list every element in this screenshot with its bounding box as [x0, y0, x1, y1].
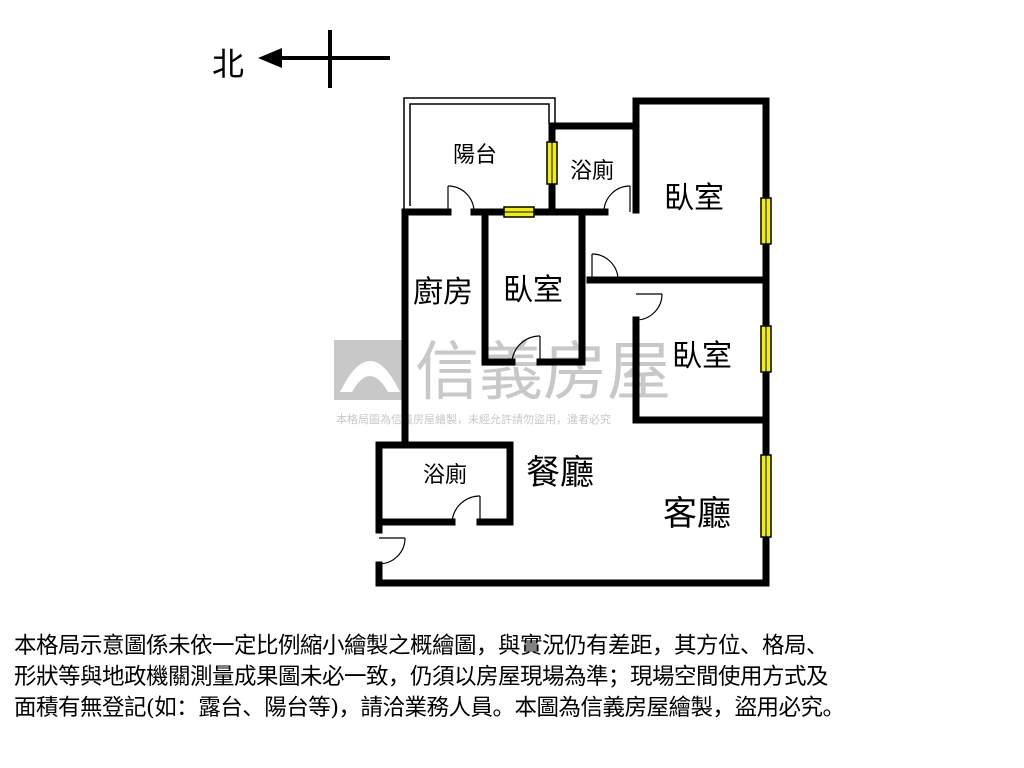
room-label-balcony: 陽台: [453, 143, 497, 168]
disclaimer-line: 本格局示意圖係未依一定比例縮小繪製之概繪圖，與實況仍有差距，其方位、格局、: [14, 633, 829, 659]
compass-label: 北: [212, 45, 244, 83]
north-arrow-icon: [258, 30, 390, 88]
balcony-railing: [403, 97, 556, 212]
room-label-dining: 餐廳: [526, 453, 594, 493]
door-icon: [635, 293, 663, 321]
room-label-bathroom-bottom: 浴廁: [423, 463, 467, 488]
watermark-subline: 本格局圖為信義房屋繪製，未經允許請勿盜用，違者必究: [336, 412, 611, 426]
disclaimer-line: 面積有無登記(如：露台、陽台等)，請洽業務人員。本圖為信義房屋繪製，盜用必究。: [14, 695, 845, 721]
door-icon: [378, 537, 406, 565]
walls: [375, 97, 770, 587]
watermark: 信義房屋 本格局圖為信義房屋繪製，未經允許請勿盜用，違者必究: [334, 336, 671, 426]
room-label-kitchen: 廚房: [413, 275, 473, 310]
door-icon: [591, 253, 619, 281]
disclaimer: 本格局示意圖係未依一定比例縮小繪製之概繪圖，與實況仍有差距，其方位、格局、 形狀…: [14, 631, 1014, 724]
door-icon: [447, 185, 475, 213]
room-label-bathroom-top: 浴廁: [570, 159, 614, 184]
room-label-bedroom-top-right: 臥室: [664, 181, 724, 216]
room-label-bedroom-middle: 臥室: [503, 273, 563, 308]
door-icon: [451, 495, 481, 523]
watermark-brand: 信義房屋: [415, 336, 671, 410]
sinyi-logo-icon: [334, 340, 406, 400]
floor-plan: 北 信義房屋 本格局圖為信義房屋繪製，未經允許請勿盜用，違者必究: [212, 30, 772, 587]
door-icon: [603, 185, 631, 213]
disclaimer-line: 形狀等與地政機關測量成果圖未必一致，仍須以房屋現場為準；現場空間使用方式及: [14, 664, 829, 690]
room-label-living: 客廳: [663, 494, 731, 534]
room-label-bedroom-right: 臥室: [672, 339, 732, 374]
door-icon: [511, 335, 541, 363]
doors: [378, 185, 663, 565]
